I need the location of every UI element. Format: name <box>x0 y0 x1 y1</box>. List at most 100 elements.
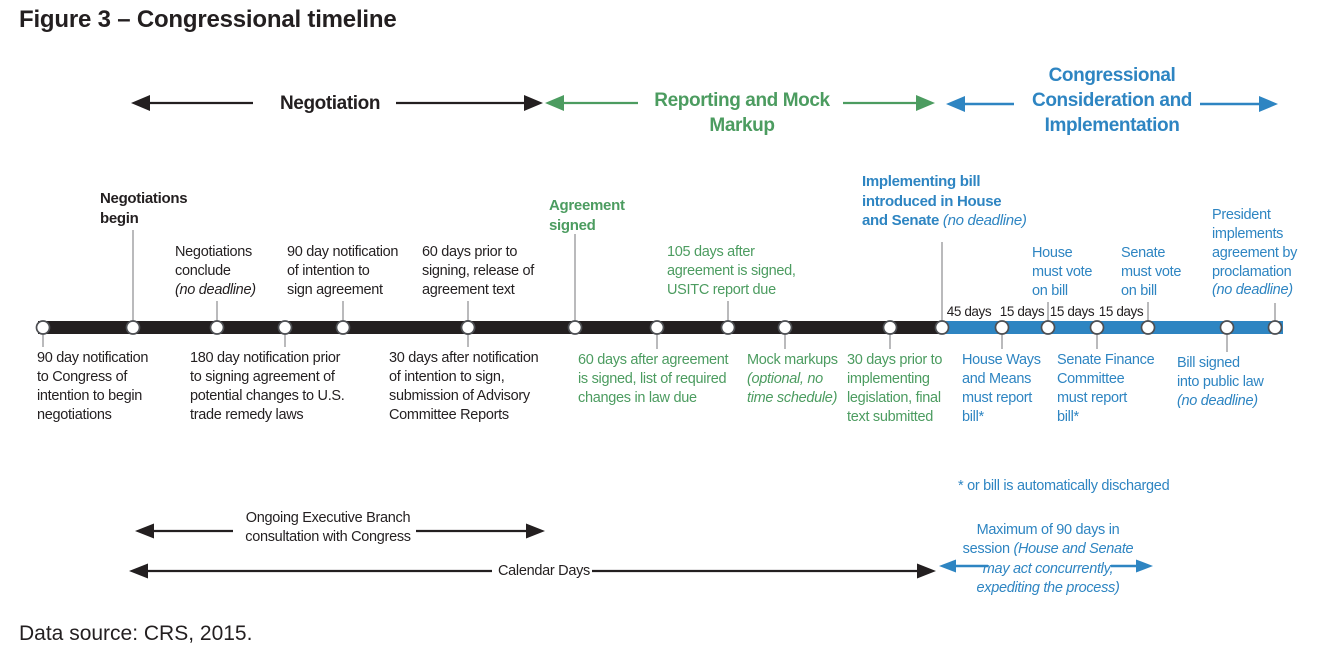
usitc-report-due-node <box>720 320 736 335</box>
data-source: Data source: CRS, 2015. <box>19 622 253 645</box>
label-line: 105 days after <box>667 244 755 260</box>
consultation-line: Ongoing Executive Branch <box>245 510 411 526</box>
label-line: 60 days prior to <box>422 244 518 260</box>
duration-label: 15 days <box>1049 304 1095 319</box>
asterisk-note: * or bill is automatically discharged <box>958 478 1170 494</box>
label-line: 180 day notification prior <box>190 350 341 366</box>
label-line: proclamation <box>1212 263 1292 280</box>
label-line: implements <box>1212 225 1284 242</box>
label-line: 90 day notification <box>287 244 399 260</box>
label-line: introduced in House <box>862 192 1002 210</box>
ninety-day-notification-intention-to-sign-node <box>335 320 351 335</box>
label-line: agreement text <box>422 281 515 298</box>
label-line: (no deadline) <box>1177 392 1264 411</box>
arrowhead-left-icon <box>129 563 148 579</box>
negotiation-phase-arrows <box>131 95 543 111</box>
calendar-days-arrow <box>129 563 936 579</box>
phase-header-line: Implementation <box>1044 115 1180 137</box>
label-line: into public law <box>1177 373 1264 390</box>
arrowhead-right-icon <box>1259 96 1278 112</box>
house-ways-and-means-node <box>994 320 1010 335</box>
session-arrow <box>939 559 1153 573</box>
arrowhead-right-icon <box>917 563 936 579</box>
label-line: signed <box>549 216 596 234</box>
label-line: of intention to <box>287 262 370 279</box>
timeline-nodes <box>35 320 1283 335</box>
mock-markups-node <box>777 320 793 335</box>
arrowhead-left-icon <box>135 523 154 539</box>
label-line: 30 days prior to <box>847 352 943 368</box>
label-line: must report <box>962 389 1033 406</box>
phase-header-congressional-consideration: Congressional Consideration and Implemen… <box>1032 63 1192 138</box>
label-line: bill* <box>1057 408 1079 425</box>
phase-header-line: Negotiation <box>279 93 381 114</box>
label-line: (optional, no <box>747 370 838 389</box>
label-line: (no deadline) <box>1212 281 1297 300</box>
label-line: trade remedy laws <box>190 406 304 423</box>
label-line: is signed, list of required <box>578 370 727 387</box>
label-segment: and Senate <box>862 212 943 229</box>
negotiations-begin-node <box>125 320 141 335</box>
label-line: Senate Finance <box>1057 352 1155 368</box>
agreement-signed-label: Agreement signed <box>549 196 625 235</box>
label-line: text submitted <box>847 408 934 425</box>
label-line: agreement is signed, <box>667 262 796 279</box>
label-line: must report <box>1057 389 1128 406</box>
label-line: and Means <box>962 370 1032 387</box>
label-line: of intention to sign, <box>389 368 505 385</box>
label-segment: (no deadline) <box>1177 392 1258 409</box>
figure-title: Figure 3 – Congressional timeline <box>19 6 397 33</box>
phase-header-line: Congressional <box>1048 65 1176 86</box>
timeline-bar-congressional <box>945 321 1283 334</box>
note-line: expediting the process) <box>976 579 1120 596</box>
phase-header-negotiation: Negotiation <box>280 91 380 116</box>
label-line: Senate <box>1121 245 1166 261</box>
label-line: signing, release of <box>422 262 534 279</box>
label-line: House Ways <box>962 352 1041 368</box>
label-line: Negotiations <box>175 244 253 260</box>
label-segment: (optional, no <box>747 370 823 387</box>
label-line: House <box>1032 245 1073 261</box>
one-eighty-day-notification-node <box>277 320 293 335</box>
note-line: session (House and Senate <box>963 540 1134 559</box>
label-line: Implementing bill <box>862 173 981 190</box>
label-line: Agreement <box>549 197 625 214</box>
senate-finance-committee-node <box>1089 320 1105 335</box>
label-line: on bill <box>1121 282 1157 299</box>
label-line: legislation, final <box>847 389 941 406</box>
house-ways-and-means-label: House Ways and Means must report bill* <box>962 351 1041 426</box>
timeline-bar-negotiation <box>38 321 945 334</box>
calendar-days-label: Calendar Days <box>498 563 591 579</box>
label-line: to Congress of <box>37 368 128 385</box>
label-line: bill* <box>962 408 984 425</box>
arrowhead-left-icon <box>939 559 956 573</box>
senate-must-vote-node <box>1140 320 1156 335</box>
sixty-days-prior-to-signing-label: 60 days prior to signing, release of agree… <box>422 243 534 300</box>
arrowhead-left-icon <box>131 95 150 111</box>
president-implements-node <box>1267 320 1283 335</box>
label-line: Committee <box>1057 370 1125 387</box>
note-line: may act concurrently, <box>982 560 1114 577</box>
note-segment: (House and Senate <box>1013 541 1134 558</box>
sixty-days-after-agreement-node <box>649 320 665 335</box>
arrowhead-right-icon <box>524 95 543 111</box>
note-segment: session <box>962 541 1014 558</box>
agreement-signed-node <box>567 320 583 335</box>
label-line: Negotiations <box>100 190 188 207</box>
label-segment: time schedule) <box>747 389 838 406</box>
house-must-vote-node <box>1040 320 1056 335</box>
duration-label: 45 days <box>946 304 992 319</box>
phase-header-line: Reporting and Mock <box>654 90 830 111</box>
arrowhead-right-icon <box>916 95 935 111</box>
